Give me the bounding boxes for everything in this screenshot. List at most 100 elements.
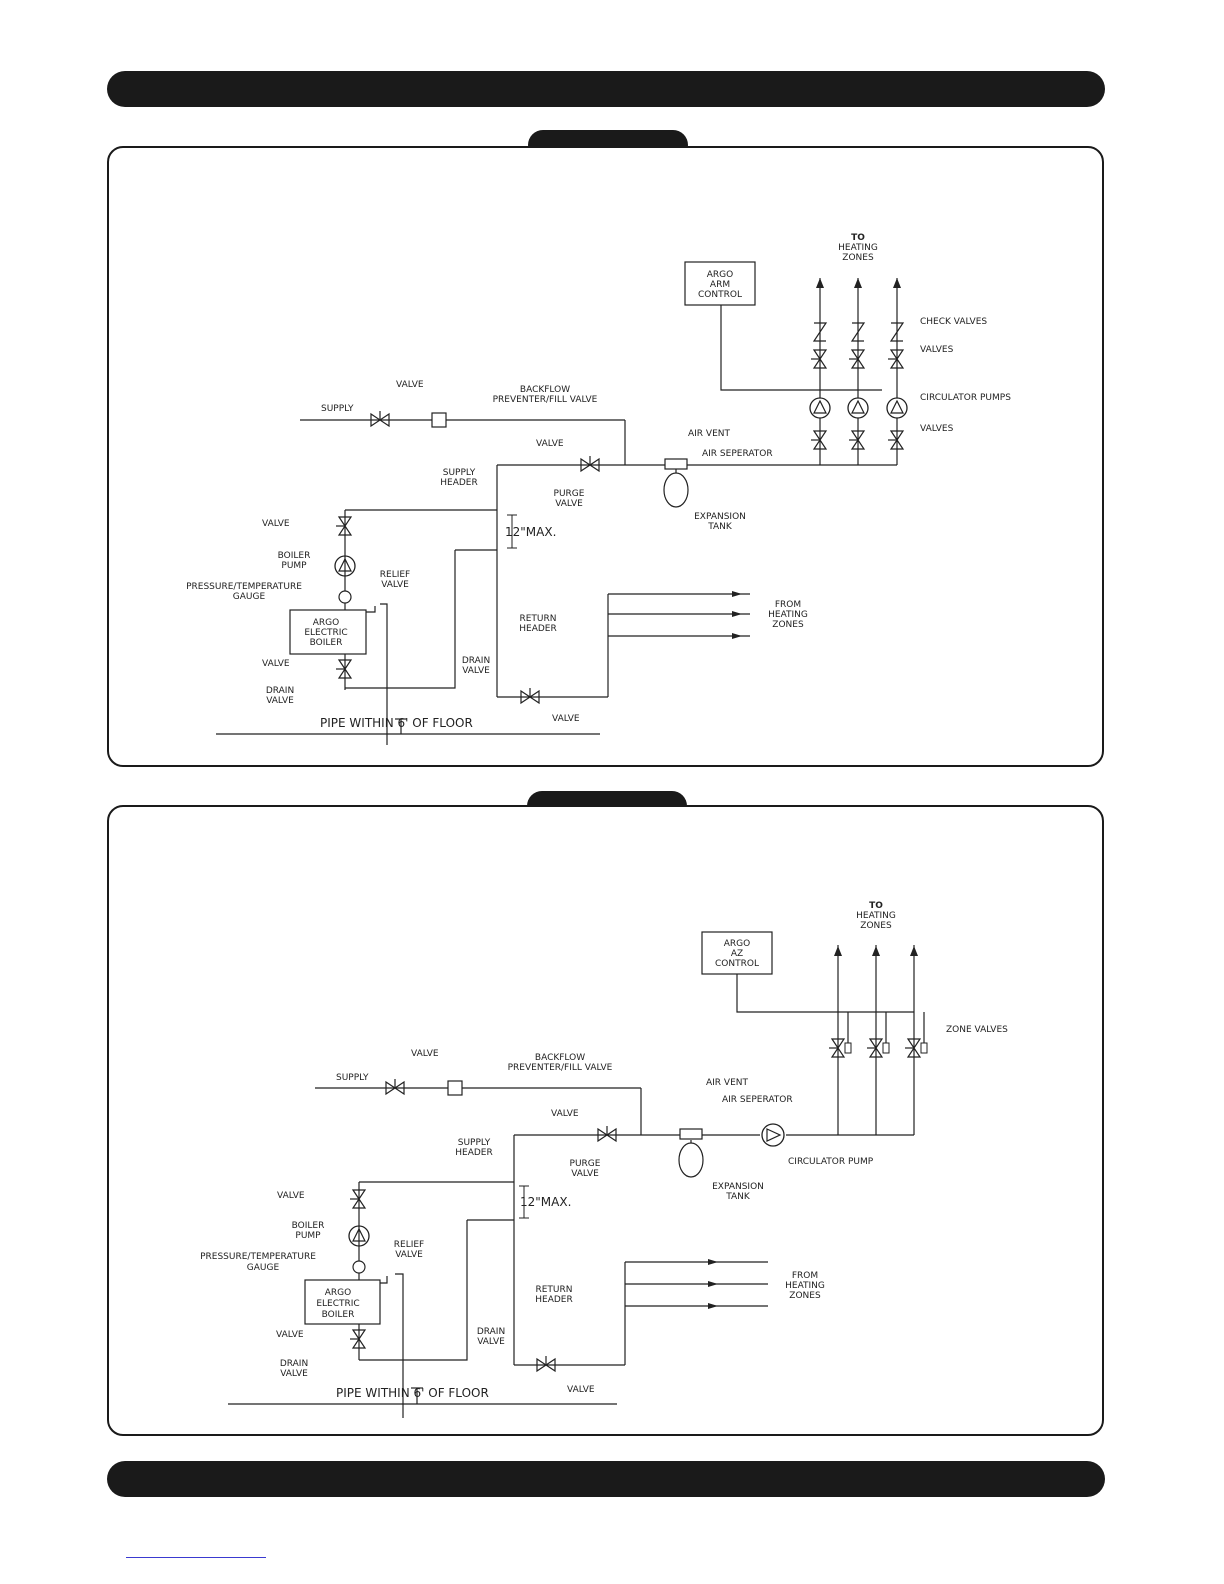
control-label: ARGO [724, 939, 750, 949]
valves-lower-label: VALVES [920, 424, 954, 434]
valve-icon [349, 1189, 366, 1209]
diagram-label-line: TANK [725, 1192, 751, 1202]
valve-icon [810, 349, 827, 369]
arrow-icon [834, 946, 842, 956]
from-heating-zones-label: FROM [775, 600, 801, 610]
argo-arm-control-box [684, 261, 756, 306]
diagram-label-line: CONTROL [698, 290, 742, 300]
diagram-label-line: VALVE [555, 499, 583, 509]
diagram-label-line: BOILER [310, 638, 343, 648]
diagram-1-labels: TO HEATING ZONES ARGO ARM CONTROL CHECK … [186, 233, 1011, 730]
diagram-label-line: ARM [710, 280, 730, 290]
diagram-label-line: HEATING [768, 610, 808, 620]
from-heating-zones-label: FROM [792, 1271, 818, 1281]
diagram-label-line: HEADER [455, 1148, 492, 1158]
supply-label: SUPPLY [336, 1073, 369, 1083]
diagram-1 [216, 278, 898, 745]
air-vent-label: AIR VENT [688, 429, 731, 439]
diagram-1-panel [107, 146, 1104, 767]
zone-valve-icon [904, 1038, 921, 1058]
boiler-label: ARGO [325, 1288, 351, 1298]
diagram-label-line: HEADER [535, 1295, 572, 1305]
valve-supply-label: VALVE [411, 1049, 439, 1059]
supply-label: SUPPLY [321, 404, 354, 414]
diagram-label-line: TANK [707, 522, 733, 532]
check-valves-label: CHECK VALVES [920, 317, 987, 327]
diagram-label-line: VALVE [477, 1337, 505, 1347]
valve-header-label: VALVE [536, 439, 564, 449]
diagram-label-line: ZONES [842, 253, 874, 263]
boiler-label: ARGO [313, 618, 339, 628]
diagram-label-line: VALVE [280, 1369, 308, 1379]
valve-icon [385, 1078, 405, 1095]
diagram-label-line: PUMP [295, 1231, 321, 1241]
valves-upper-label: VALVES [920, 345, 954, 355]
diagram-label-line: VALVE [571, 1169, 599, 1179]
valve-return-label: VALVE [552, 714, 580, 724]
arrow-icon [872, 946, 880, 956]
diagram-label-line: ZONES [789, 1291, 821, 1301]
diagram-label-line: CONTROL [715, 959, 759, 969]
diagram-label-line: VALVE [381, 580, 409, 590]
supply-header-label: SUPPLY [458, 1138, 491, 1148]
diagram-label-line: HEATING [838, 243, 878, 253]
diagram-label-line: VALVE [462, 666, 490, 676]
arrow-icon [854, 278, 862, 288]
backflow-preventer-icon [447, 1080, 463, 1096]
to-heating-zones-label: TO [851, 233, 865, 243]
valve-boiler-bottom-label: VALVE [262, 659, 290, 669]
boiler-pump-label: BOILER [278, 551, 311, 561]
drain-valve-left-label: DRAIN [280, 1359, 308, 1369]
diagram-2-components [304, 931, 928, 1372]
valve-icon [810, 430, 827, 450]
diagram-label-line: PREVENTER/FILL VALVE [493, 395, 598, 405]
diagram-label-line: AZ [731, 949, 743, 959]
expansion-tank-icon [678, 1142, 704, 1178]
valve-icon [597, 1125, 617, 1142]
valve-return-label: VALVE [567, 1385, 595, 1395]
diagram-label-line: PREVENTER/FILL VALVE [508, 1063, 613, 1073]
purge-valve-label: PURGE [554, 489, 585, 499]
diagram-label-line: VALVE [395, 1250, 423, 1260]
air-separator-label: AIR SEPERATOR [702, 449, 773, 459]
gauge-icon [338, 590, 352, 604]
backflow-preventer-icon [431, 412, 447, 428]
diagram-label-line: PUMP [281, 561, 307, 571]
valve-boiler-bottom-label: VALVE [276, 1330, 304, 1340]
floor-note-label: PIPE WITHIN 6' OF FLOOR [336, 1386, 489, 1400]
arrow-icon [910, 946, 918, 956]
valve-icon [335, 659, 352, 679]
expansion-tank-label: EXPANSION [694, 512, 746, 522]
diagram-label-line: ZONES [860, 921, 892, 931]
valve-icon [848, 349, 865, 369]
backflow-label: BACKFLOW [535, 1053, 585, 1063]
relief-valve-label: RELIEF [380, 570, 410, 580]
purge-valve-label: PURGE [570, 1159, 601, 1169]
pressure-gauge-label: PRESSURE/TEMPERATURE [186, 582, 302, 592]
floor-note-label: PIPE WITHIN 6' OF FLOOR [320, 716, 473, 730]
argo-az-control-box [701, 931, 773, 975]
return-header-label: RETURN [535, 1285, 572, 1295]
zone-valve-icon [828, 1038, 845, 1058]
diagram-label-line: ELECTRIC [316, 1299, 359, 1309]
pressure-gauge-label: PRESSURE/TEMPERATURE [200, 1252, 316, 1262]
expansion-tank-label: EXPANSION [712, 1182, 764, 1192]
diagram-2-panel [107, 805, 1104, 1436]
valve-boiler-top-label: VALVE [262, 519, 290, 529]
diagram-2 [228, 945, 925, 1418]
diagram-label-line: HEADER [519, 624, 556, 634]
valve-icon [349, 1329, 366, 1349]
boiler-box [289, 609, 367, 655]
valve-icon [887, 349, 904, 369]
valve-icon [848, 430, 865, 450]
expansion-tank-icon [663, 472, 689, 508]
valve-icon [887, 430, 904, 450]
diagram-label-line: HEADER [440, 478, 477, 488]
return-header-label: RETURN [519, 614, 556, 624]
boiler-pump-label: BOILER [292, 1221, 325, 1231]
drain-valve-left-label: DRAIN [266, 686, 294, 696]
air-separator-icon [679, 1128, 703, 1140]
diagram-label-line: ELECTRIC [304, 628, 347, 638]
air-separator-icon [664, 458, 688, 470]
